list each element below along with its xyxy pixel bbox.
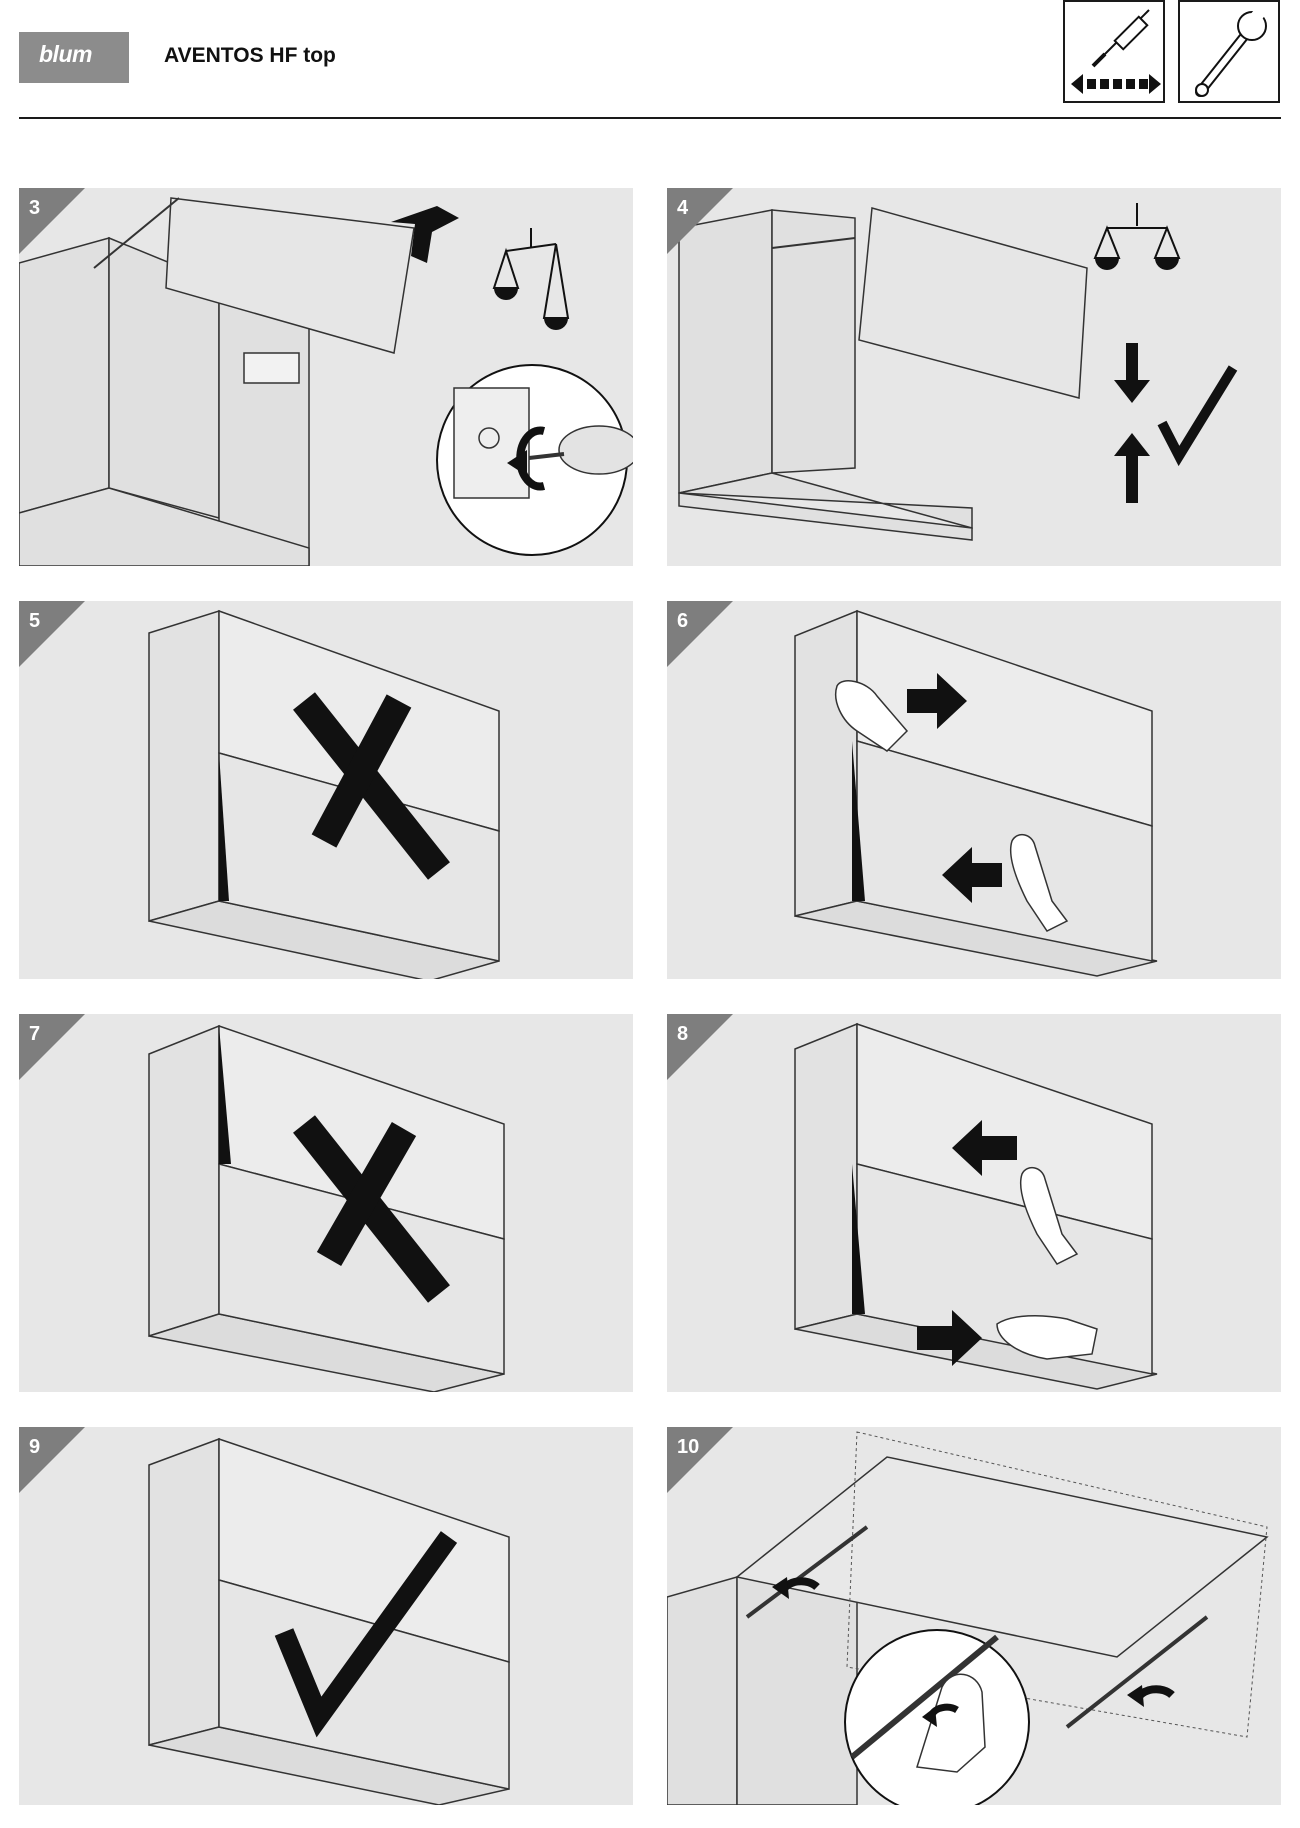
checkmark-icon <box>1157 365 1238 467</box>
step-number: 5 <box>29 610 41 632</box>
arrow-left-icon <box>942 847 1002 903</box>
step-5-panel: 5 <box>19 601 633 979</box>
cabinet-front-misaligned <box>148 1024 505 1392</box>
step-corner <box>19 601 85 667</box>
step-corner <box>19 1427 85 1493</box>
cabinet-front-lifting-illustration <box>19 197 633 566</box>
step-3-panel: 3 <box>19 188 633 566</box>
step-number: 10 <box>677 1436 700 1458</box>
step-corner <box>19 1014 85 1080</box>
checkmark-icon <box>274 1531 458 1738</box>
page-header: blum AVENTOS HF top <box>0 0 1300 120</box>
brand-name: blum <box>39 41 92 67</box>
step-number: 9 <box>29 1436 41 1458</box>
wrench-icon <box>1178 0 1280 103</box>
balance-scale-icon <box>492 228 570 319</box>
step-4-panel: 4 <box>667 188 1281 566</box>
step-7-panel: 7 <box>19 1014 633 1392</box>
document-title: AVENTOS HF top <box>164 44 336 67</box>
cabinet-adjust-by-hand <box>794 609 1158 977</box>
screwdriver-adjust-detail <box>436 364 633 556</box>
hand-detail-circle <box>844 1629 1030 1805</box>
step-corner <box>667 188 733 254</box>
align-arrows-icon <box>1114 343 1150 503</box>
step-number: 7 <box>29 1023 41 1045</box>
step-number: 8 <box>677 1023 689 1045</box>
step-6-panel: 6 <box>667 601 1281 979</box>
step-corner <box>667 601 733 667</box>
arrow-right-icon <box>917 1310 982 1366</box>
step-number: 4 <box>677 197 689 219</box>
step-9-panel: 9 <box>19 1427 633 1805</box>
cabinet-lift-mechanism-illustration <box>667 1431 1269 1805</box>
cross-icon <box>293 1115 450 1303</box>
cross-icon <box>293 692 450 880</box>
step-corner <box>667 1427 733 1493</box>
step-10-panel: 10 <box>667 1427 1281 1805</box>
step-corner <box>667 1014 733 1080</box>
balance-scale-icon <box>1093 203 1181 259</box>
screwdriver-icon <box>1063 0 1165 103</box>
step-corner <box>19 188 85 254</box>
step-number: 3 <box>29 197 41 219</box>
step-8-panel: 8 <box>667 1014 1281 1392</box>
cabinet-front-aligned <box>148 1437 510 1805</box>
arrow-right-icon <box>907 673 967 729</box>
arrow-up-icon <box>391 206 459 263</box>
cabinet-front-misaligned <box>148 609 500 979</box>
hand-icon <box>996 1167 1098 1360</box>
cabinet-front-balanced-illustration <box>678 203 1238 541</box>
step-number: 6 <box>677 610 689 632</box>
hand-icon <box>835 680 1069 932</box>
cabinet-adjust-by-hand <box>794 1022 1158 1390</box>
header-divider <box>19 117 1281 119</box>
arrow-left-icon <box>952 1120 1017 1176</box>
blum-logo: blum <box>19 32 129 83</box>
